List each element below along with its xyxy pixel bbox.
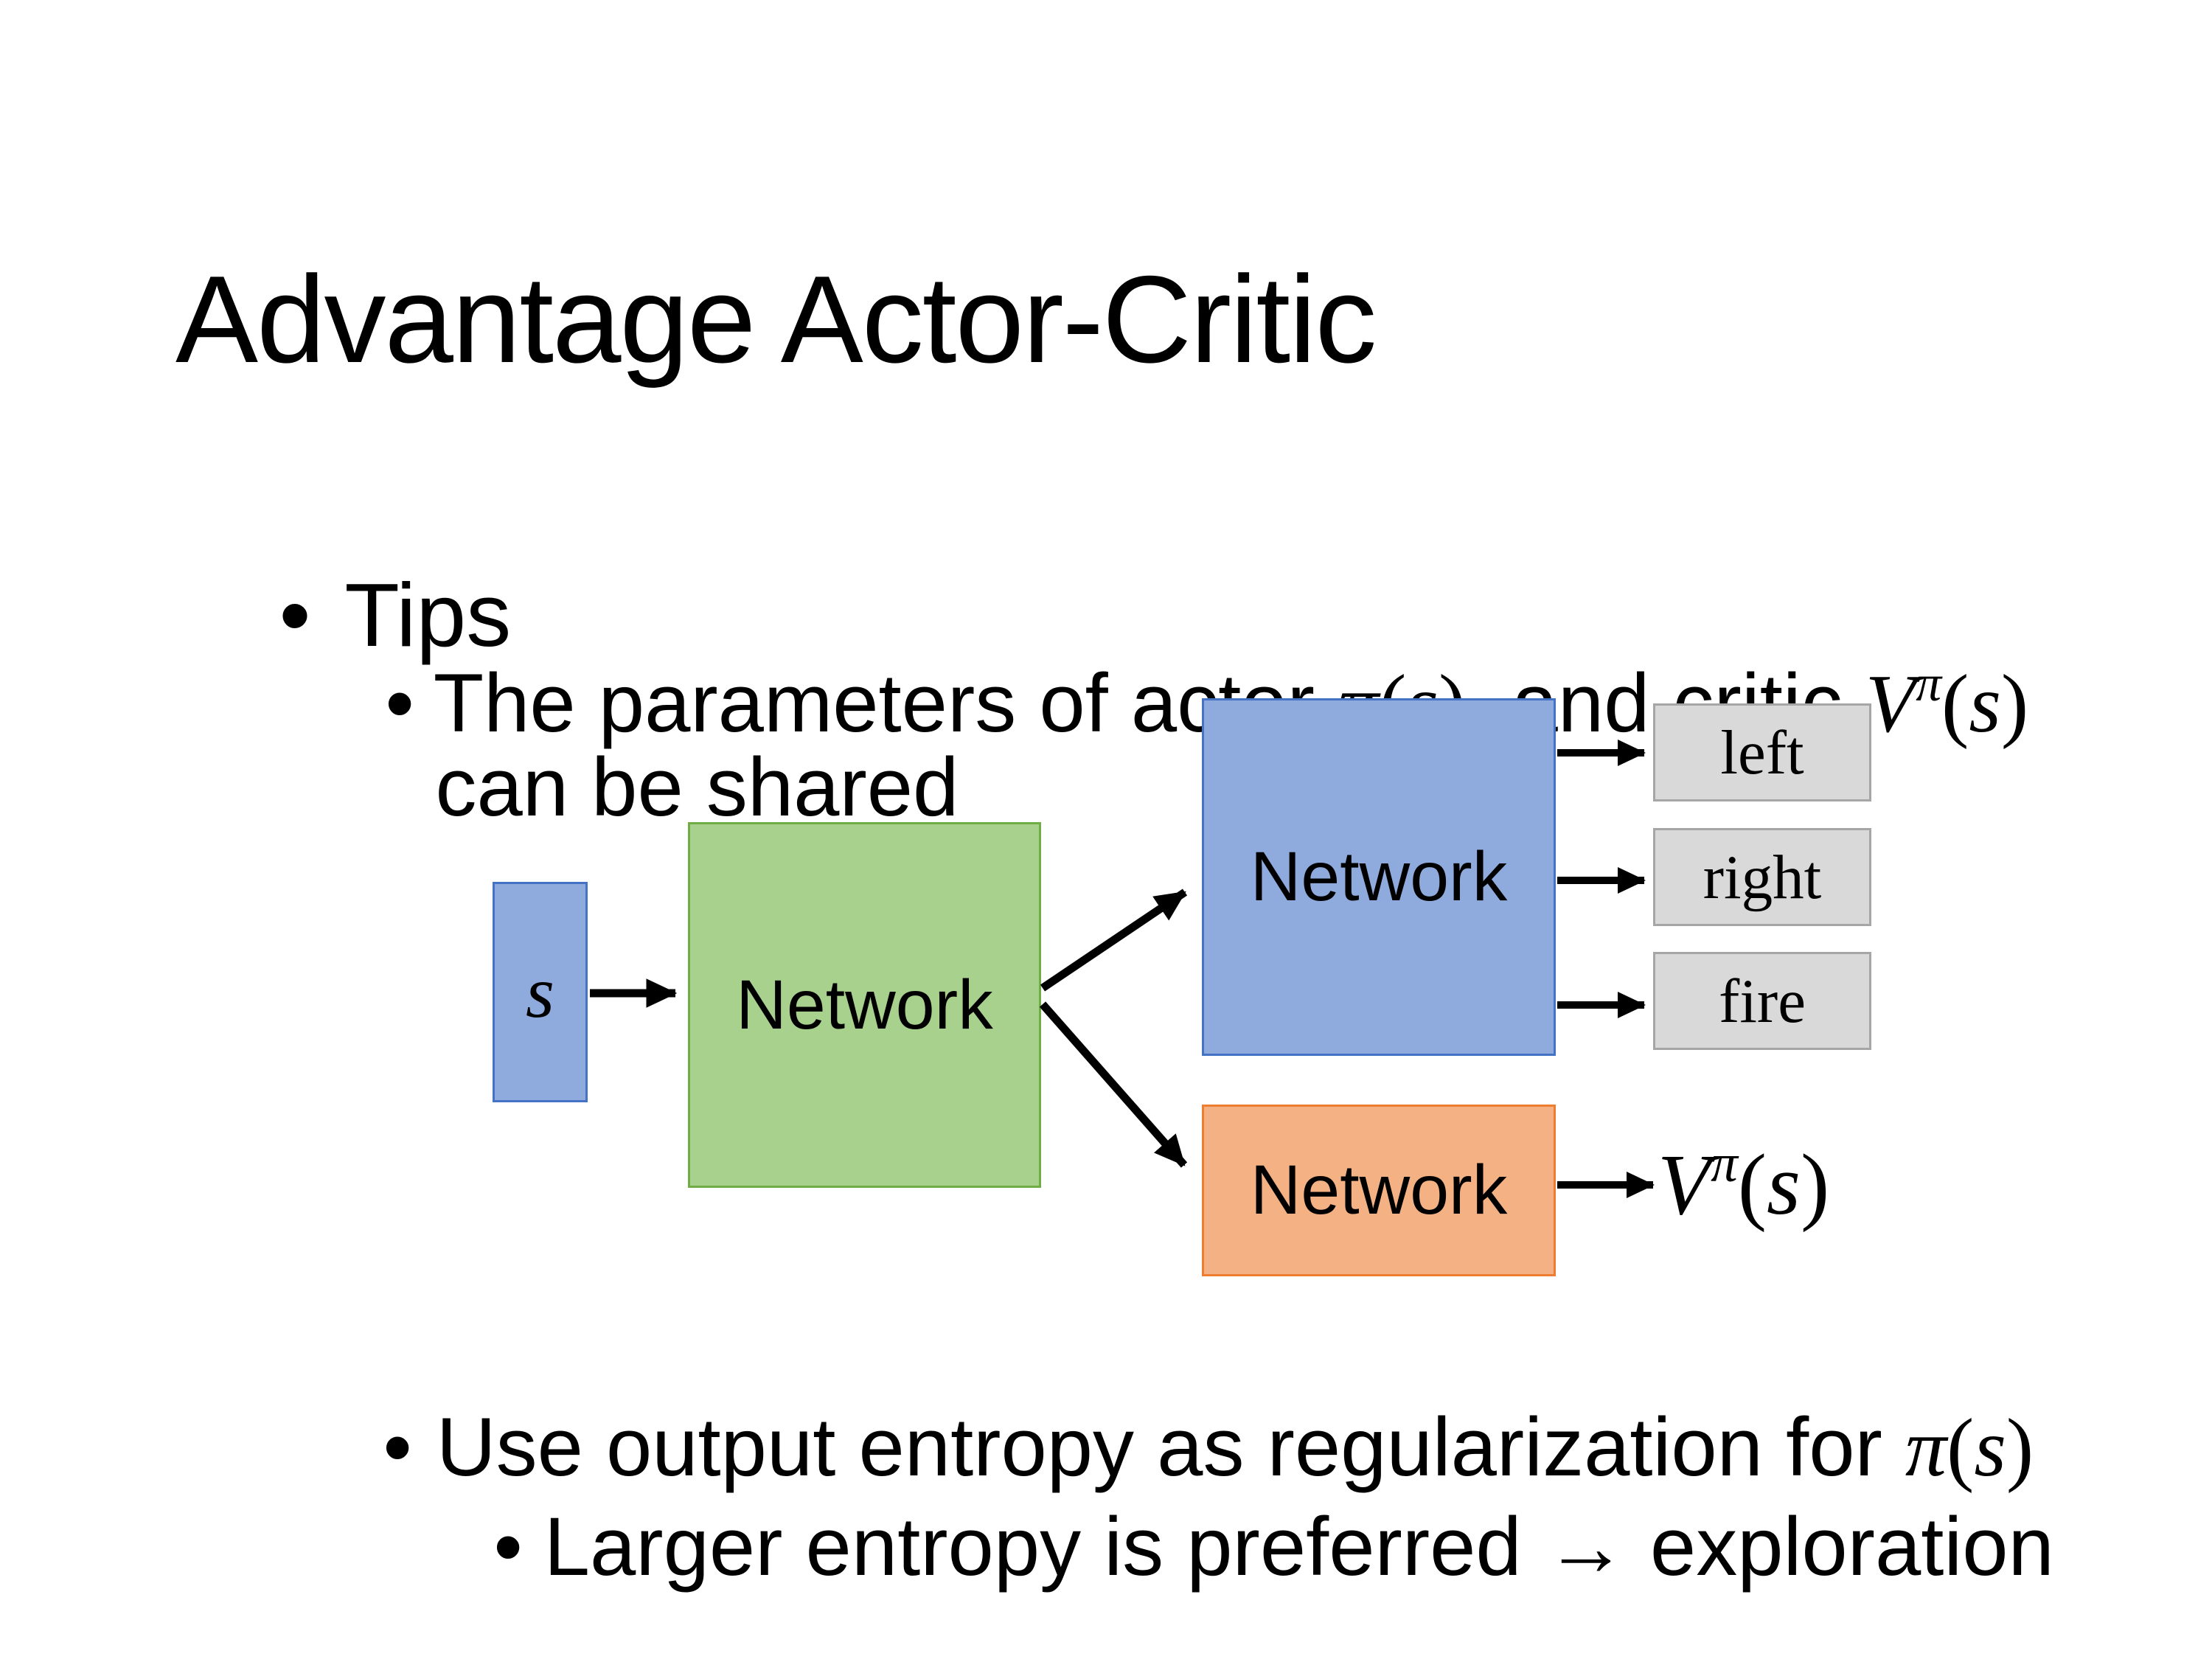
V-symbol: V xyxy=(1658,1136,1711,1233)
tips-text: Tips xyxy=(344,564,512,665)
bullet-dot: • xyxy=(493,1500,523,1593)
bullet-dot: • xyxy=(385,657,414,749)
bullet-line-parameters-wrap: can be shared xyxy=(344,633,959,942)
bullet-dot: • xyxy=(383,1401,412,1493)
exploration-text: Larger entropy is preferred → exploratio… xyxy=(543,1500,2054,1593)
V-symbol: V xyxy=(1865,658,1916,750)
lparen: ( xyxy=(1737,1136,1767,1233)
math-v-pi-of-s: Vπ(s) xyxy=(1865,655,2029,750)
critic-network-label: Network xyxy=(1250,1151,1508,1229)
lparen: ( xyxy=(1947,1402,1975,1494)
shared-network-box: Network xyxy=(688,822,1041,1188)
action-box-left: left xyxy=(1653,703,1871,801)
action-box-right: right xyxy=(1653,828,1871,926)
bullet-line-entropy: •Use output entropy as regularization fo… xyxy=(291,1293,2034,1603)
state-input-box: s xyxy=(493,882,588,1102)
parameters-text-pre: The parameters of actor xyxy=(433,657,1338,749)
pi-symbol: π xyxy=(1905,1402,1947,1494)
action-box-fire: fire xyxy=(1653,952,1871,1050)
action-label-fire: fire xyxy=(1719,966,1806,1036)
rparen: ) xyxy=(2006,1402,2034,1494)
parameters-text-line2: can be shared xyxy=(435,741,959,833)
actor-network-box: Network xyxy=(1202,698,1556,1056)
s-symbol: s xyxy=(1767,1136,1801,1233)
critic-network-box: Network xyxy=(1202,1105,1556,1276)
action-label-right: right xyxy=(1703,842,1822,912)
shared-network-label: Network xyxy=(736,965,993,1044)
action-label-left: left xyxy=(1720,717,1804,787)
rparen: ) xyxy=(1800,1136,1830,1233)
s-symbol: s xyxy=(1974,1402,2006,1494)
bullet-dot: • xyxy=(279,564,311,665)
pi-superscript: π xyxy=(1711,1133,1738,1194)
entropy-text-pre: Use output entropy as regularization for xyxy=(436,1401,1905,1493)
critic-output-value: Vπ(s) xyxy=(1658,1133,1829,1237)
lparen: ( xyxy=(1941,658,1969,750)
bullet-line-exploration: •Larger entropy is preferred → explorati… xyxy=(402,1392,2054,1659)
arrow-shared-to-critic xyxy=(1039,1001,1188,1168)
rparen: ) xyxy=(2000,658,2029,750)
arrow-shared-to-actor xyxy=(1040,888,1188,992)
bullet-line-tips: •Tips xyxy=(179,446,512,784)
actor-network-label: Network xyxy=(1250,838,1508,916)
slide-title: Advantage Actor-Critic xyxy=(175,249,1377,389)
math-pi-of-s: π(s) xyxy=(1905,1402,2034,1494)
state-label: s xyxy=(526,951,554,1033)
s-symbol: s xyxy=(1969,658,2001,750)
pi-superscript: π xyxy=(1916,655,1942,713)
